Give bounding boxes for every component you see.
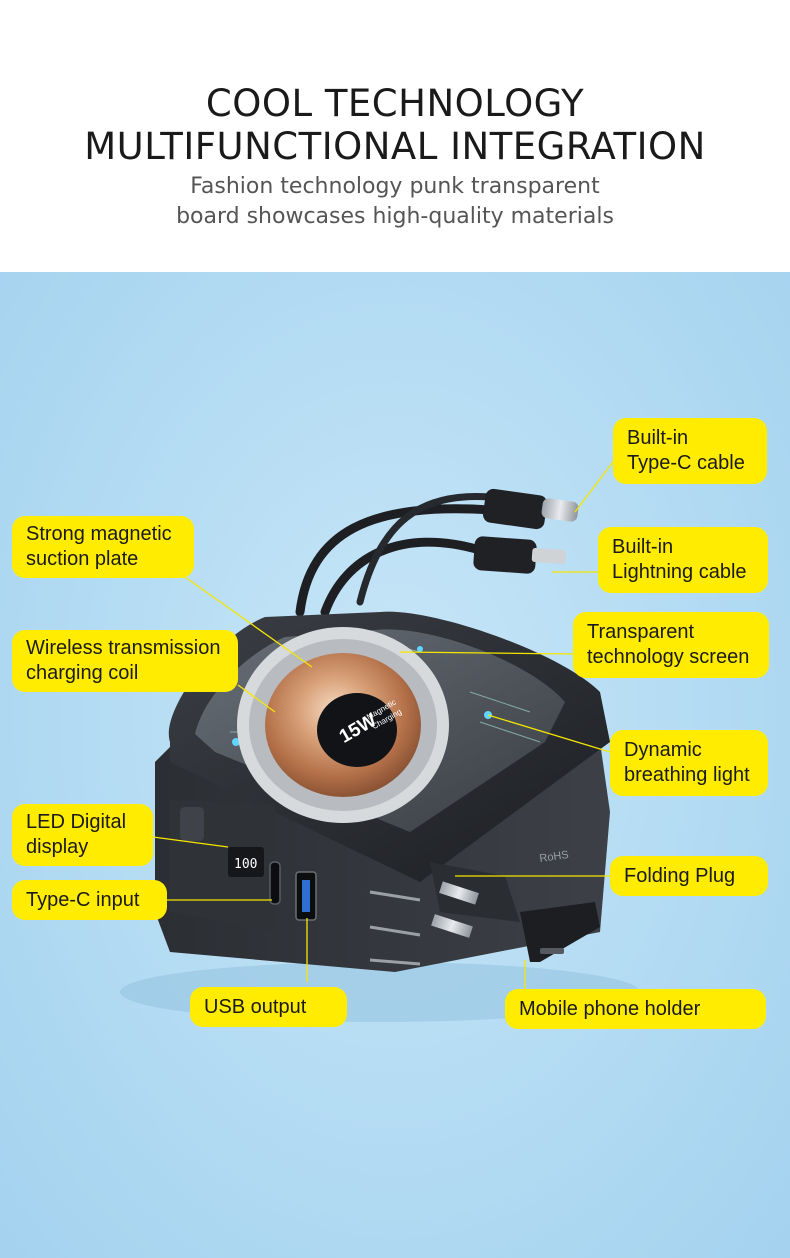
product-stage: 15W Magnetic Charging 100	[0, 272, 790, 1258]
mobile-phone-holder	[520, 902, 600, 962]
breathing-light-dot	[232, 738, 240, 746]
plug-prong	[439, 881, 479, 905]
callout-led-display-line1: LED Digital	[26, 811, 127, 833]
callout-charging-coil-line2: charging coil	[26, 662, 139, 684]
lightning-connector-plug	[531, 548, 567, 564]
led-digital-display	[228, 847, 264, 877]
callout-typec-cable-line2: Type-C cable	[627, 452, 745, 474]
callout-led-display-line2: display	[26, 836, 89, 858]
holder-foot	[540, 948, 564, 954]
callout-typec-cable-line1: Built-in	[627, 427, 689, 449]
callout-lightning-cable-line1: Built-in	[612, 536, 674, 558]
callout-lightning-cable: Built-in Lightning cable	[598, 527, 768, 593]
callout-transparent-screen-line2: technology screen	[587, 646, 750, 668]
callout-usb-output: USB output	[190, 987, 347, 1027]
callout-charging-coil-line1: Wireless transmission	[26, 637, 221, 659]
subtitle-line2: board showcases high-quality materials	[176, 204, 614, 229]
leader-lines	[152, 461, 614, 1009]
callout-led-display: LED Digital display	[12, 804, 153, 866]
callout-magnetic-plate-line2: suction plate	[26, 548, 139, 570]
header: COOL TECHNOLOGY MULTIFUNCTIONAL INTEGRAT…	[0, 0, 790, 272]
callout-phone-holder: Mobile phone holder	[505, 989, 766, 1029]
callout-breathing-light-line2: breathing light	[624, 764, 750, 786]
callout-transparent-screen-line1: Transparent	[587, 621, 695, 643]
rohs-label: RoHS	[539, 849, 570, 865]
callout-folding-plug: Folding Plug	[610, 856, 768, 896]
callout-lightning-cable-line2: Lightning cable	[612, 561, 747, 583]
callout-phone-holder-line1: Mobile phone holder	[519, 997, 701, 1020]
callout-charging-coil: Wireless transmission charging coil	[12, 630, 238, 692]
callout-typec-input: Type-C input	[12, 880, 167, 920]
power-bank-illustration: 15W Magnetic Charging 100	[120, 461, 640, 1022]
callout-magnetic-plate: Strong magnetic suction plate	[12, 516, 194, 578]
typec-connector-housing	[482, 488, 548, 530]
led-display-value: 100	[234, 857, 257, 872]
breathing-light-dot	[417, 646, 423, 652]
charging-badge	[317, 693, 397, 767]
subtitle-line1: Fashion technology punk transparent	[190, 174, 600, 199]
typec-connector-plug	[541, 498, 579, 522]
lightning-connector-housing	[473, 536, 537, 574]
callout-transparent-screen: Transparent technology screen	[573, 612, 769, 678]
cable-loop-wire	[356, 492, 494, 606]
lightning-cable-wire	[320, 537, 485, 617]
typec-input-port	[269, 861, 281, 905]
callout-folding-plug-line1: Folding Plug	[624, 864, 736, 887]
callout-magnetic-plate-line1: Strong magnetic	[26, 523, 172, 545]
typec-cable-wire	[295, 504, 495, 617]
side-ribs	[369, 890, 421, 966]
callout-typec-input-line1: Type-C input	[26, 888, 140, 911]
power-button	[180, 807, 204, 841]
callout-usb-output-line1: USB output	[204, 995, 307, 1018]
page-title-line1: COOL TECHNOLOGY	[205, 82, 585, 125]
plug-prong	[431, 914, 473, 938]
callout-breathing-light-line1: Dynamic	[624, 739, 702, 761]
callout-typec-cable: Built-in Type-C cable	[613, 418, 767, 484]
usb-port-tongue	[302, 880, 310, 912]
page-title-line2: MULTIFUNCTIONAL INTEGRATION	[84, 125, 706, 168]
callout-breathing-light: Dynamic breathing light	[610, 730, 768, 796]
